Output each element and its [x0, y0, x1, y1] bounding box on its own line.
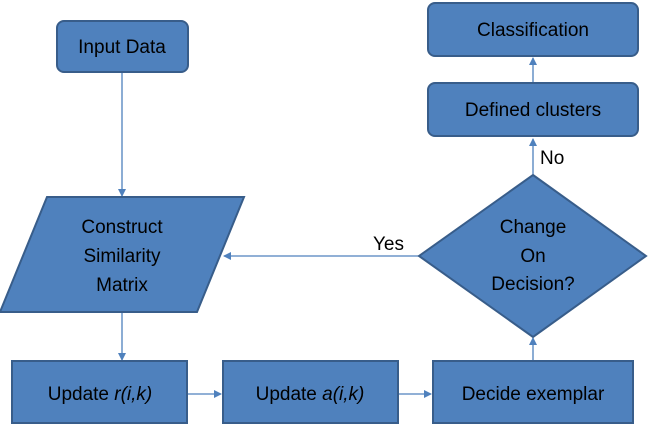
classification-label: Classification [477, 20, 589, 41]
node-input-data: Input Data [56, 20, 189, 73]
update-a-label: Update a(i,k) [256, 384, 365, 405]
node-defined-clusters: Defined clusters [427, 82, 639, 137]
decide-exemplar-label: Decide exemplar [462, 384, 605, 405]
change-decision-line2: On [520, 246, 545, 267]
yes-label: Yes [373, 234, 404, 255]
edges: Yes No [118, 57, 564, 398]
node-decide-exemplar: Decide exemplar [432, 360, 634, 424]
similarity-matrix-line2: Similarity [83, 246, 161, 267]
input-data-label: Input Data [78, 37, 166, 58]
node-similarity-matrix: Construct Similarity Matrix [0, 196, 246, 313]
node-change-decision: Change On Decision? [417, 173, 648, 339]
update-r-label: Update r(i,k) [48, 384, 153, 405]
change-decision-line3: Decision? [491, 274, 574, 295]
similarity-matrix-line1: Construct [81, 217, 163, 238]
defined-clusters-label: Defined clusters [465, 100, 601, 121]
node-classification: Classification [427, 2, 639, 57]
change-decision-line1: Change [500, 217, 567, 238]
node-update-r: Update r(i,k) [11, 360, 188, 424]
node-update-a: Update a(i,k) [222, 360, 399, 424]
no-label: No [540, 148, 564, 169]
similarity-matrix-line3: Matrix [96, 275, 148, 296]
